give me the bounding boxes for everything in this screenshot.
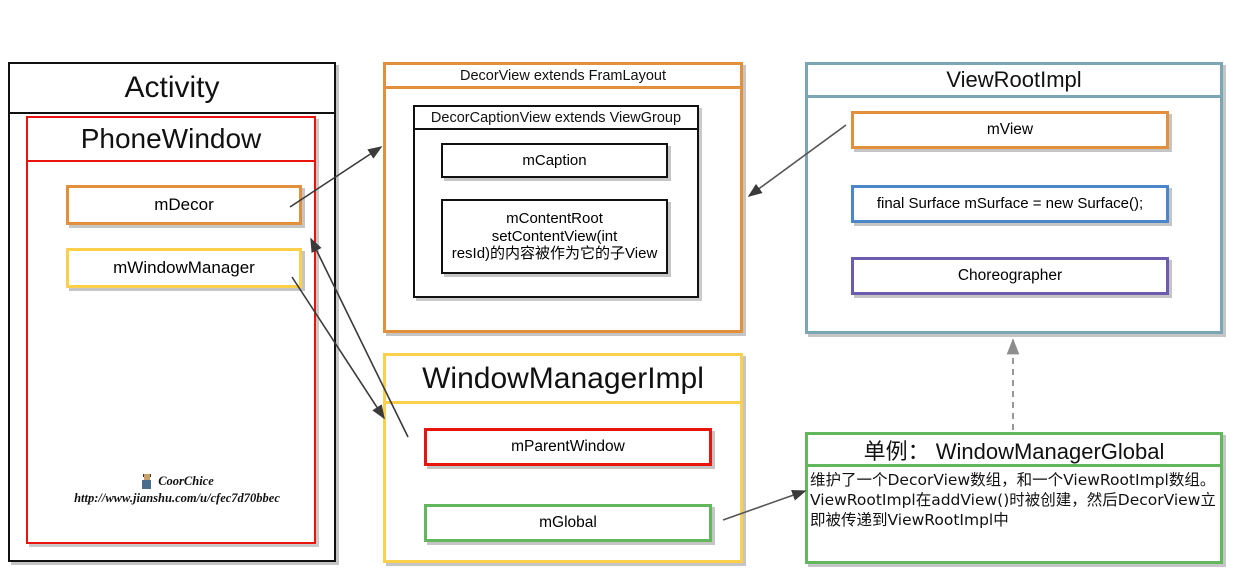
field-mcontentroot-label: mContentRoot setContentView(int resId)的内… xyxy=(451,209,658,263)
activity-title: Activity xyxy=(10,64,334,114)
field-mview[interactable]: mView xyxy=(851,111,1169,149)
phone-window-box: PhoneWindow mDecor mWindowManager CoorCh… xyxy=(26,116,316,544)
field-mglobal[interactable]: mGlobal xyxy=(424,504,712,542)
field-mparentwindow[interactable]: mParentWindow xyxy=(424,428,712,466)
field-mview-label: mView xyxy=(986,120,1034,138)
watermark: CoorChice http://www.jianshu.com/u/cfec7… xyxy=(52,473,302,507)
field-choreographer-label: Choreographer xyxy=(957,266,1063,284)
field-mcaption-label: mCaption xyxy=(522,151,587,169)
field-mparentwindow-label: mParentWindow xyxy=(511,437,625,455)
decor-view-title: DecorView extends FramLayout xyxy=(386,65,740,89)
window-manager-global-title: 单例： WindowManagerGlobal xyxy=(808,435,1220,467)
window-manager-global-box: 单例： WindowManagerGlobal 维护了一个DecorView数组… xyxy=(805,432,1223,564)
field-mcontentroot[interactable]: mContentRoot setContentView(int resId)的内… xyxy=(441,199,668,274)
field-mwindowmanager[interactable]: mWindowManager xyxy=(66,248,302,288)
field-msurface[interactable]: final Surface mSurface = new Surface(); xyxy=(851,185,1169,223)
field-mdecor[interactable]: mDecor xyxy=(66,185,302,225)
activity-box: Activity PhoneWindow mDecor mWindowManag… xyxy=(8,62,336,562)
person-avatar-icon xyxy=(140,473,154,489)
field-mwindowmanager-label: mWindowManager xyxy=(113,257,255,277)
watermark-author: CoorChice xyxy=(158,474,214,488)
window-manager-impl-title: WindowManagerImpl xyxy=(386,356,740,404)
field-msurface-label: final Surface mSurface = new Surface(); xyxy=(876,195,1144,213)
decor-caption-view-box: DecorCaptionView extends ViewGroup mCapt… xyxy=(413,105,699,298)
view-root-impl-title: ViewRootImpl xyxy=(808,65,1220,98)
window-manager-global-body: 维护了一个DecorView数组，和一个ViewRootImpl数组。 View… xyxy=(810,471,1216,529)
field-mglobal-label: mGlobal xyxy=(539,513,597,531)
decor-view-box: DecorView extends FramLayout DecorCaptio… xyxy=(383,62,743,333)
watermark-url: http://www.jianshu.com/u/cfec7d70bbec xyxy=(74,490,280,505)
field-choreographer[interactable]: Choreographer xyxy=(851,257,1169,295)
window-manager-impl-box: WindowManagerImpl mParentWindow mGlobal xyxy=(383,353,743,563)
decor-caption-view-title: DecorCaptionView extends ViewGroup xyxy=(415,107,697,130)
field-mcaption[interactable]: mCaption xyxy=(441,143,668,178)
phone-window-title: PhoneWindow xyxy=(28,118,314,162)
view-root-impl-box: ViewRootImpl mView final Surface mSurfac… xyxy=(805,62,1223,334)
field-mdecor-label: mDecor xyxy=(154,194,214,214)
